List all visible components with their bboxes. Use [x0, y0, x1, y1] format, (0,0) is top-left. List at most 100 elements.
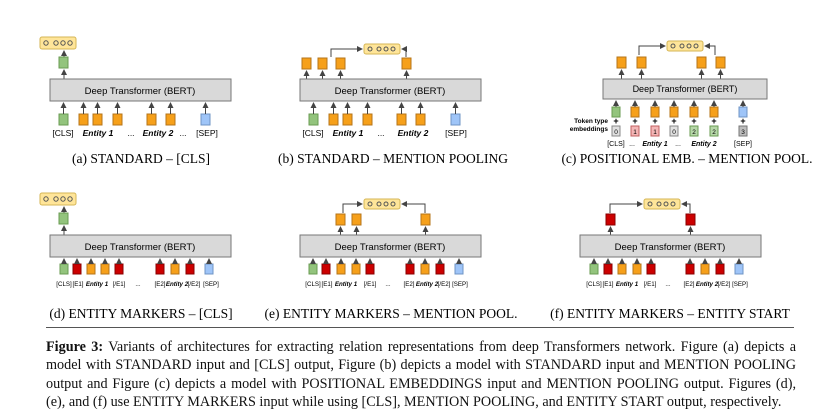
token-label: [/E1]: [644, 281, 657, 288]
type-id: 1: [633, 129, 637, 136]
token-label: [SEP]: [452, 281, 468, 288]
type-id: 0: [672, 129, 676, 136]
type-id: 0: [614, 129, 618, 136]
input-tokens: [58, 102, 211, 126]
svg-text:+: +: [652, 116, 657, 126]
input-tokens: [308, 258, 464, 275]
panel-c: Deep Transformer (BERT) +++ +++ +: [561, 40, 813, 166]
figure-caption: Figure 3: Variants of architectures for …: [46, 338, 796, 412]
transformer-block: [299, 234, 482, 258]
token-label: [CLS]: [56, 281, 72, 288]
token-label: [/E2]: [438, 281, 451, 288]
panel-caption: (f) ENTITY MARKERS – ENTITY START: [550, 306, 790, 321]
output-vector: [363, 43, 401, 55]
token-label: Entity 2: [416, 281, 439, 288]
transformer-block: [49, 78, 232, 102]
token-label: [/E2]: [188, 281, 201, 288]
output-vector: [39, 192, 77, 206]
panel-d: Deep Transformer (BERT): [39, 192, 233, 321]
token-label: Entity 2: [143, 128, 174, 138]
transformer-label: Deep Transformer (BERT): [615, 242, 726, 253]
transformer-label: Deep Transformer (BERT): [335, 242, 446, 253]
transformer-block: [299, 78, 482, 102]
figure-label: Figure 3:: [46, 339, 104, 355]
token-label: Entity 2: [696, 281, 719, 288]
panel-a: Deep Transformer (BERT) [CLS] Entity 1 .…: [39, 36, 232, 166]
output-vector: [39, 36, 77, 50]
panel-e: Deep Transformer (BERT): [265, 198, 518, 321]
svg-text:+: +: [671, 116, 676, 126]
token-label: [SEP]: [196, 128, 218, 138]
token-label: [CLS]: [305, 281, 321, 288]
transformer-block: [579, 234, 762, 258]
token-label: Entity 1: [335, 281, 358, 288]
token-labels: [CLS] Entity 1 ... Entity 2 ... [SEP]: [52, 128, 218, 138]
panel-caption: (d) ENTITY MARKERS – [CLS]: [49, 306, 232, 321]
svg-text:+: +: [740, 116, 745, 126]
token-label: [SEP]: [203, 281, 219, 288]
caption-text: Variants of architectures for extracting…: [46, 339, 797, 411]
token-label: ...: [629, 141, 635, 148]
token-type-label: embeddings: [570, 126, 609, 133]
token-label: ...: [665, 281, 670, 288]
token-label: [/E2]: [718, 281, 731, 288]
token-label: [E1]: [602, 281, 613, 288]
token-label: ...: [179, 128, 186, 138]
token-label: ...: [377, 128, 384, 138]
token-label: ...: [127, 128, 134, 138]
token-label: [SEP]: [732, 281, 748, 288]
input-tokens: [59, 258, 214, 275]
svg-text:+: +: [613, 116, 618, 126]
output-vector: [643, 198, 681, 210]
token-label: [E1]: [72, 281, 83, 288]
type-id: 2: [692, 129, 696, 136]
token-type-label: Token type: [574, 118, 608, 125]
token-label: [CLS]: [586, 281, 602, 288]
token-label: [/E1]: [113, 281, 126, 288]
token-label: [E2]: [403, 281, 414, 288]
token-type-embeddings: 0 1 1 0 2 2 3: [611, 125, 748, 137]
figure-diagram: Deep Transformer (BERT) [CLS] Entity 1 .…: [39, 36, 813, 321]
token-labels: [CLS] [E1] Entity 1 [/E1] ... [E2] Entit…: [586, 281, 748, 288]
token-label: Entity 1: [333, 128, 364, 138]
token-label: Entity 2: [691, 141, 716, 148]
panel-b: Deep Transformer (BERT) [CLS] Entity 1 .…: [278, 43, 508, 166]
type-id: 3: [741, 129, 745, 136]
token-label: Entity 1: [86, 281, 109, 288]
token-label: Entity 1: [642, 141, 667, 148]
svg-text:+: +: [691, 116, 696, 126]
caption-divider: [46, 327, 794, 328]
input-tokens: [308, 102, 461, 126]
token-label: [SEP]: [734, 141, 752, 148]
token-label: ...: [385, 281, 390, 288]
token-label: Entity 2: [166, 281, 189, 288]
output-vector: [363, 198, 401, 210]
type-id: 1: [653, 129, 657, 136]
token-label: [CLS]: [607, 141, 625, 148]
type-id: 2: [712, 129, 716, 136]
token-label: [E2]: [154, 281, 165, 288]
token-label: [E1]: [321, 281, 332, 288]
token-label: [SEP]: [445, 128, 467, 138]
transformer-block: [602, 78, 768, 100]
token-labels: [CLS] Entity 1 ... Entity 2 [SEP]: [302, 128, 467, 138]
transformer-label: Deep Transformer (BERT): [633, 84, 738, 94]
panel-f: Deep Transformer (BERT): [550, 198, 791, 321]
transformer-label: Deep Transformer (BERT): [85, 242, 196, 253]
output-vector: [666, 40, 704, 52]
input-tokens: [589, 258, 744, 275]
panel-caption: (e) ENTITY MARKERS – MENTION POOL.: [265, 306, 518, 321]
transformer-label: Deep Transformer (BERT): [335, 86, 446, 97]
token-label: Entity 1: [616, 281, 639, 288]
token-label: Entity 2: [398, 128, 429, 138]
input-tokens: +++ +++ +: [611, 100, 748, 126]
token-label: Entity 1: [83, 128, 114, 138]
token-label: [E2]: [683, 281, 694, 288]
token-label: [CLS]: [302, 128, 323, 138]
token-label: [CLS]: [52, 128, 73, 138]
token-label: ...: [135, 281, 140, 288]
token-label: [/E1]: [364, 281, 377, 288]
token-labels: [CLS] [E1] Entity 1 [/E1] ... [E2] Entit…: [305, 281, 468, 288]
token-label: ...: [675, 141, 681, 148]
panel-caption: (b) STANDARD – MENTION POOLING: [278, 151, 508, 166]
